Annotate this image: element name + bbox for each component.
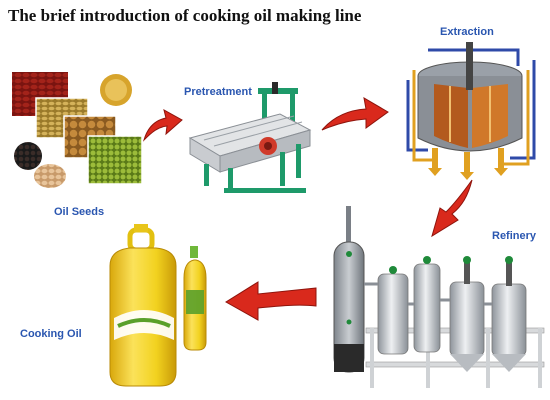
stage-label-cooking-oil: Cooking Oil [20,328,82,340]
stage-label-pretreatment: Pretreatment [184,86,252,98]
flow-arrow-4 [222,278,318,322]
flow-arrow-3 [428,178,478,240]
refinery-equipment-image [326,204,546,394]
stage-label-oil-seeds: Oil Seeds [54,206,105,218]
stage-label-refinery: Refinery [492,230,537,242]
extraction-tank-image [398,40,544,180]
pretreatment-machine-image [184,80,324,200]
stage-label-extraction: Extraction [440,26,494,38]
diagram-title: The brief introduction of cooking oil ma… [8,6,362,25]
oil-seeds-image [6,66,146,196]
flow-arrow-2 [320,92,390,136]
flow-arrow-1 [140,100,186,146]
oil-bottles-image [100,222,220,390]
